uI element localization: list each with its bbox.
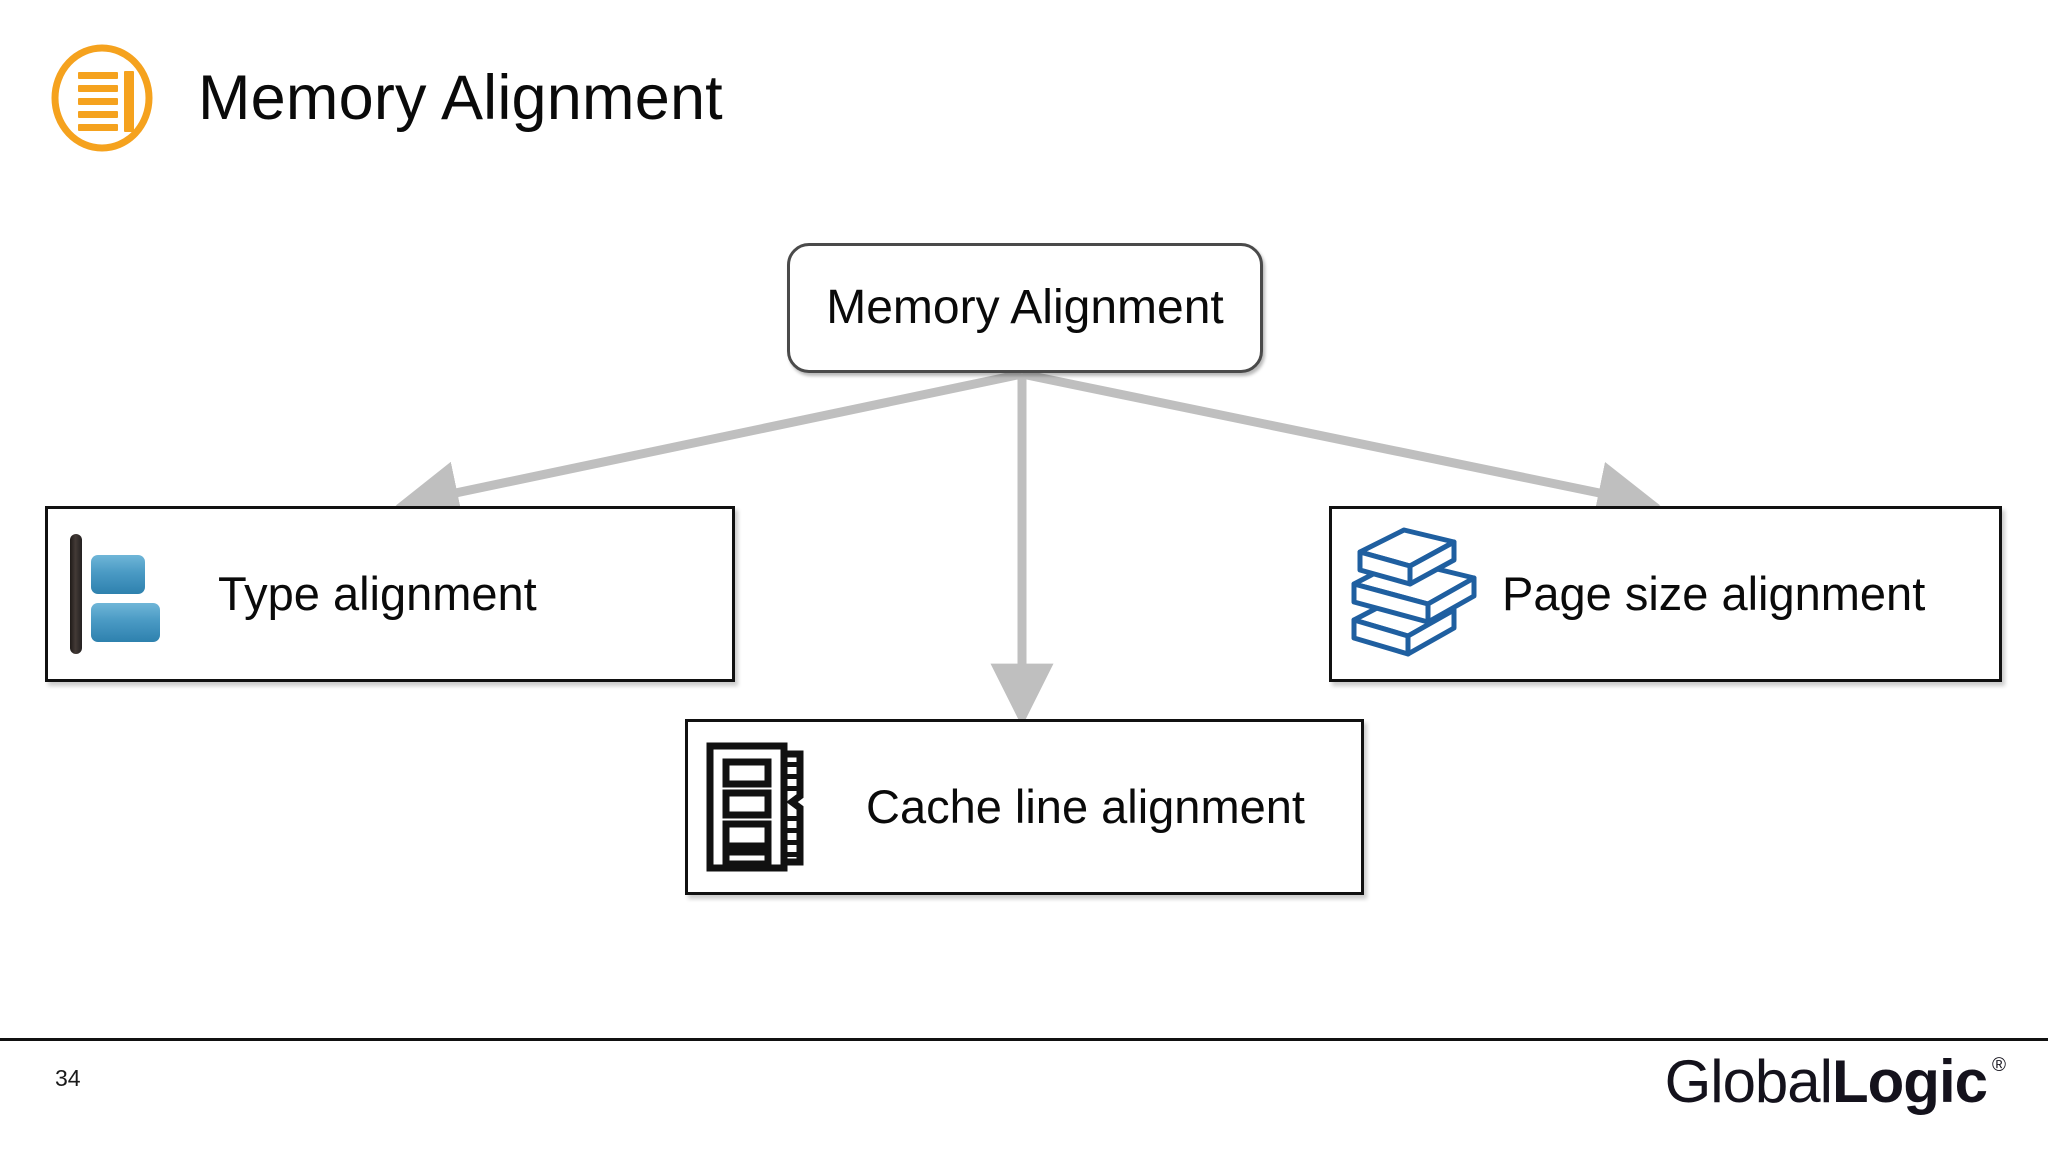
document-lines-circle-icon [51, 44, 153, 152]
diagram-node-cache-line-alignment-label: Cache line alignment [866, 780, 1305, 834]
connector-arrow-left [395, 369, 1023, 524]
diagram-node-cache-line-alignment[interactable]: Cache line alignment [685, 719, 1364, 895]
page-number: 34 [55, 1065, 81, 1091]
diagram-node-type-alignment-label: Type alignment [218, 567, 537, 621]
stacked-slabs-icon [1351, 527, 1477, 657]
logo-text-logic: Logic [1832, 1048, 1988, 1115]
page-title: Memory Alignment [198, 62, 723, 133]
footer-divider [0, 1038, 2048, 1041]
diagram-node-type-alignment[interactable]: Type alignment [45, 506, 735, 682]
registered-trademark-symbol: ® [1992, 1055, 2006, 1076]
diagram-node-root[interactable]: Memory Alignment [787, 243, 1263, 373]
logo-text-global: Global [1664, 1048, 1833, 1115]
diagram-node-page-size-alignment[interactable]: Page size alignment [1329, 506, 2002, 682]
memory-module-icon [706, 742, 804, 872]
align-left-icon [70, 534, 160, 654]
diagram-node-root-label: Memory Alignment [826, 280, 1224, 334]
slide-title-bar: Memory Alignment [48, 38, 723, 158]
globallogic-logo: Global Logic ® [1665, 1052, 2006, 1112]
diagram-node-page-size-alignment-label: Page size alignment [1502, 567, 1926, 621]
connector-arrow-right [1021, 369, 1661, 524]
